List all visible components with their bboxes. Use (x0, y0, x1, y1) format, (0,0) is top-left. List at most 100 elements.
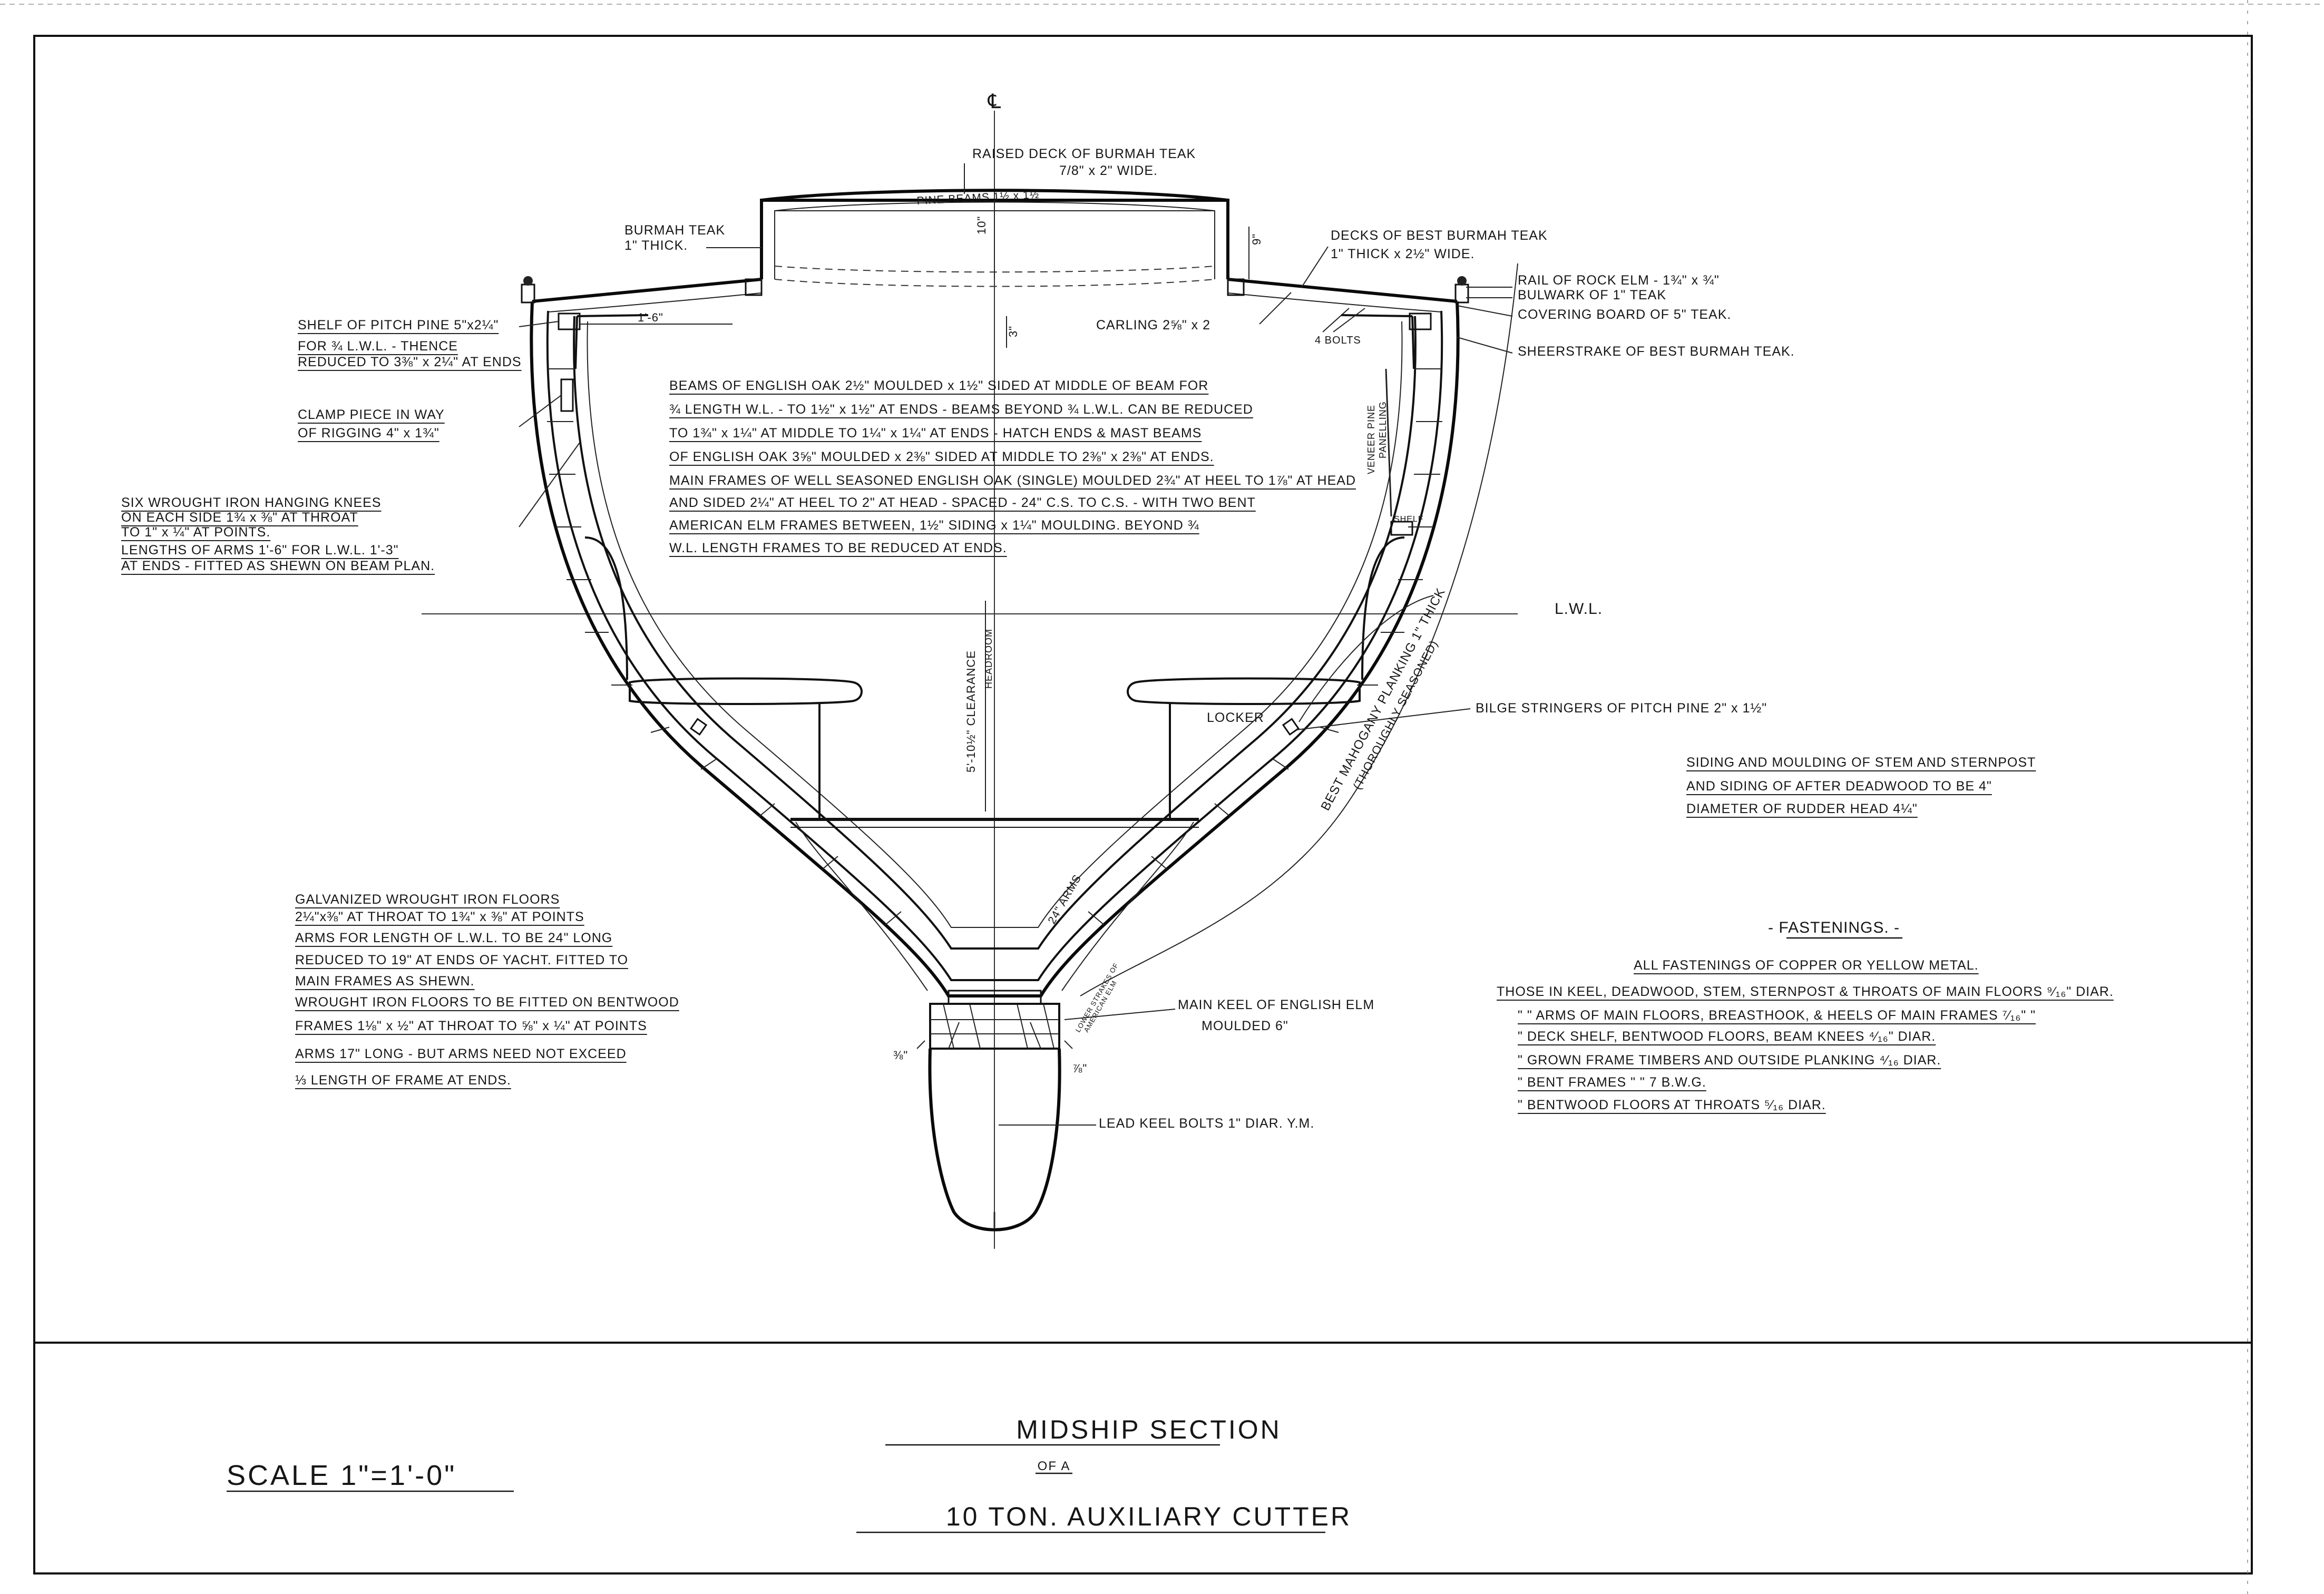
rail-cap-port (523, 276, 533, 286)
main-keel-label-1: MAIN KEEL OF ENGLISH ELM (1178, 998, 1374, 1012)
floors-note-4: REDUCED TO 19" AT ENDS OF YACHT. FITTED … (295, 953, 628, 967)
outside-planking-indicator (1080, 263, 1518, 996)
veneer-label-2: PANELLING (1378, 401, 1388, 458)
leader-bolts (1322, 308, 1365, 333)
centerline: ℄ (988, 91, 1001, 1249)
clamp-label-2: OF RIGGING 4" x 1¾" (298, 426, 440, 441)
frame-ticks-starboard (1088, 368, 1442, 925)
leader-lines (519, 163, 1518, 1126)
leader-bolt-left (916, 1040, 925, 1049)
bolt-right-label: ⅞" (1072, 1062, 1087, 1075)
shelf-small-label: SHELF (1394, 515, 1424, 524)
knees-label-4: LENGTHS OF ARMS 1'-6" FOR L.W.L. 1'-3" (121, 543, 399, 558)
floors-note-7: FRAMES 1⅛" x ½" AT THROAT TO ⅝" x ¼" AT … (295, 1019, 647, 1033)
covering-board-label: COVERING BOARD OF 5" TEAK. (1518, 307, 1731, 322)
fastening-line-6: " BENTWOOD FLOORS AT THROATS ⁵⁄₁₆ DIAR. (1518, 1098, 1826, 1112)
bolt-left-label: ⅜" (893, 1049, 908, 1062)
raised-deck (761, 189, 1228, 202)
leader-covering (1457, 305, 1513, 317)
frame-inner-face (573, 316, 1417, 950)
beams-note-1: BEAMS OF ENGLISH OAK 2½" MOULDED x 1½" S… (669, 378, 1208, 393)
floors-note-5: MAIN FRAMES AS SHEWN. (295, 974, 474, 989)
beams-note-5: MAIN FRAMES OF WELL SEASONED ENGLISH OAK… (669, 473, 1356, 488)
raised-deck-label-2: 7/8" x 2" WIDE. (1059, 163, 1158, 178)
leader-knees (519, 442, 580, 527)
bilge-stringers-label: BILGE STRINGERS OF PITCH PINE 2" x 1½" (1476, 701, 1767, 716)
leader-mahogany (1298, 595, 1434, 722)
floors-note-9: ⅓ LENGTH OF FRAME AT ENDS. (295, 1073, 511, 1088)
deck-starboard-beam (1227, 292, 1442, 312)
deck-port-beam (548, 292, 762, 312)
shelf-label-3: REDUCED TO 3⅜" x 2¼" AT ENDS (298, 355, 522, 369)
floors-note-1: GALVANIZED WROUGHT IRON FLOORS (295, 892, 560, 907)
lower-strakes-label-1: LOWER STRAKES OF (1074, 961, 1120, 1033)
knees-label-2: ON EACH SIDE 1¾ x ⅜" AT THROAT (121, 510, 358, 525)
siding-note-2: AND SIDING OF AFTER DEADWOOD TO BE 4" (1686, 779, 1992, 794)
settee-back-port (584, 536, 628, 680)
rail-port (521, 283, 535, 304)
lwl-label: L.W.L. (1555, 600, 1603, 618)
dim-1-6: 1'-6" (638, 311, 663, 324)
floors-note-6: WROUGHT IRON FLOORS TO BE FITTED ON BENT… (295, 995, 679, 1010)
settee-cushion-port (629, 677, 863, 705)
veneer-label-1: VENEER PINE (1366, 405, 1376, 474)
drawing-subtitle: 10 TON. AUXILIARY CUTTER (946, 1502, 1352, 1531)
fastenings-heading: - FASTENINGS. - (1768, 919, 1900, 936)
floors-note-3: ARMS FOR LENGTH OF L.W.L. TO BE 24" LONG (295, 931, 612, 945)
carling-starboard (1227, 278, 1245, 296)
sheet-border (33, 35, 2253, 1575)
sheerstrake-label: SHEERSTRAKE OF BEST BURMAH TEAK. (1518, 344, 1795, 359)
floor-arm-port (795, 822, 928, 991)
hog-piece (948, 990, 1042, 1005)
decks-label-2: 1" THICK x 2½" WIDE. (1331, 247, 1475, 261)
knees-label-1: SIX WROUGHT IRON HANGING KNEES (121, 495, 381, 510)
beams-note-4: OF ENGLISH OAK 3⅝" MOULDED x 2⅜" SIDED A… (669, 449, 1214, 464)
leader-bilge-stringers (1296, 708, 1471, 730)
settees (584, 521, 1413, 819)
burmah-teak-label-2: 1" THICK. (624, 238, 688, 253)
burmah-teak-label-1: BURMAH TEAK (624, 223, 725, 238)
beams-note-3: TO 1¾" x 1¼" AT MIDDLE TO 1¼" x 1¼" AT E… (669, 426, 1202, 441)
veneer-panelling (1385, 368, 1392, 517)
carling-port (745, 278, 763, 296)
hanging-knee-starboard (1341, 314, 1415, 369)
leader-sheerstrake (1457, 337, 1513, 354)
scale-label: SCALE 1"=1'-0" (227, 1460, 456, 1491)
main-keel-label-2: MOULDED 6" (1202, 1019, 1288, 1033)
frame-ticks-port (547, 368, 902, 925)
centerline-symbol: ℄ (988, 91, 1001, 113)
drawing-title: MIDSHIP SECTION (1016, 1415, 1282, 1444)
shelf-label-2: FOR ¾ L.W.L. - THENCE (298, 339, 458, 354)
fastening-line-4: " GROWN FRAME TIMBERS AND OUTSIDE PLANKI… (1518, 1053, 1941, 1068)
bilge-stringer-starboard (1282, 718, 1300, 736)
keel-bolts-diagonal (948, 1022, 1041, 1049)
floors-note-2: 2¼"x⅜" AT THROAT TO 1¾" x ⅜" AT POINTS (295, 910, 584, 924)
fastening-line-0: ALL FASTENINGS OF COPPER OR YELLOW METAL… (1634, 958, 1979, 973)
dim-10: 10" (975, 216, 988, 234)
dim-9: 9" (1250, 233, 1263, 245)
fastening-line-3: " DECK SHELF, BENTWOOD FLOORS, BEAM KNEE… (1518, 1029, 1936, 1044)
locker-label: LOCKER (1207, 710, 1264, 725)
knees-label-3: TO 1" x ¼" AT POINTS. (121, 525, 270, 540)
floor-arm-starboard (1061, 822, 1194, 991)
shelf-small (1390, 521, 1413, 536)
bulwark-label: BULWARK OF 1" TEAK (1518, 288, 1666, 302)
title-of-a: OF A (1038, 1459, 1071, 1473)
clamp-label-1: CLAMP PIECE IN WAY (298, 407, 445, 422)
hanging-knee-port (574, 314, 649, 369)
fastening-line-2: " " ARMS OF MAIN FLOORS, BREASTHOOK, & H… (1518, 1008, 2036, 1023)
knees-label-5: AT ENDS - FITTED AS SHEWN ON BEAM PLAN. (121, 559, 435, 573)
title-block: MIDSHIP SECTION OF A 10 TON. AUXILIARY C… (227, 1415, 1352, 1533)
fastening-line-1: THOSE IN KEEL, DEADWOOD, STEM, STERNPOST… (1497, 984, 2114, 999)
raised-deck-label-1: RAISED DECK OF BURMAH TEAK (972, 146, 1196, 161)
floors-note-8: ARMS 17" LONG - BUT ARMS NEED NOT EXCEED (295, 1047, 627, 1061)
bolts-label: 4 BOLTS (1315, 335, 1361, 346)
fastenings-table: - FASTENINGS. - ALL FASTENINGS OF COPPER… (1497, 919, 2114, 1114)
siding-note-3: DIAMETER OF RUDDER HEAD 4¼" (1686, 801, 1918, 816)
deck-starboard (1227, 278, 1458, 303)
beams-note-7: AMERICAN ELM FRAMES BETWEEN, 1½" SIDING … (669, 518, 1199, 533)
lead-keel (928, 1048, 1061, 1231)
keel-grain (930, 1003, 1059, 1049)
beams-note-6: AND SIDED 2¼" AT HEEL TO 2" AT HEAD - SP… (669, 495, 1256, 510)
ceiling-line (587, 321, 1403, 928)
